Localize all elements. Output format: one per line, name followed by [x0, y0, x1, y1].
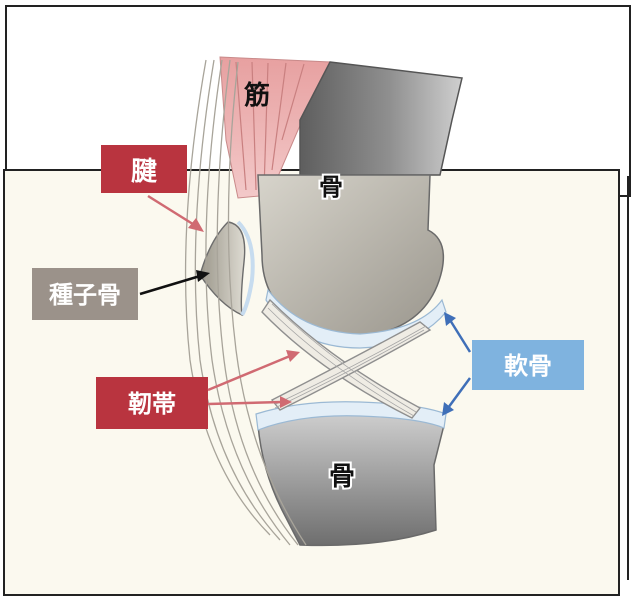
cartilage-arrow-upper	[448, 319, 472, 353]
label-sesamoid: 種子骨	[49, 281, 121, 309]
label-tendon: 腱	[131, 157, 157, 187]
ligament-arrowhead-upper	[286, 350, 300, 362]
ligament-bands	[261, 298, 432, 419]
tendon-strands	[184, 59, 307, 546]
cartilage-label-box	[472, 340, 584, 390]
cartilage-arrowhead-lower	[442, 402, 454, 416]
label-muscle: 筋	[244, 80, 270, 111]
tendon-arrow	[147, 194, 197, 228]
ligament-arrow-upper	[207, 354, 291, 392]
tendon-label-box	[101, 145, 187, 193]
ligament-fibers	[267, 303, 427, 417]
sesamoid-arrow	[139, 274, 201, 296]
cartilage-arrowhead-upper	[444, 312, 456, 326]
ligament-arrow-lower	[207, 400, 283, 406]
ligament-arrowhead-lower	[280, 396, 292, 408]
label-bone-lower: 骨	[329, 462, 355, 492]
tendon-arrowhead	[188, 218, 204, 232]
upper-bone-shaft	[299, 61, 463, 176]
sesamoid-cartilage	[236, 220, 255, 317]
muscle-fibers	[235, 61, 305, 191]
ligament-label-box	[96, 377, 208, 429]
label-ligament: 靭帯	[128, 390, 176, 418]
sesamoid-label-box	[32, 268, 138, 320]
label-bone-upper: 骨	[319, 173, 343, 201]
label-cartilage: 軟骨	[504, 352, 552, 380]
sesamoid-arrowhead	[196, 270, 210, 282]
cartilage-arrow-lower	[446, 377, 472, 409]
